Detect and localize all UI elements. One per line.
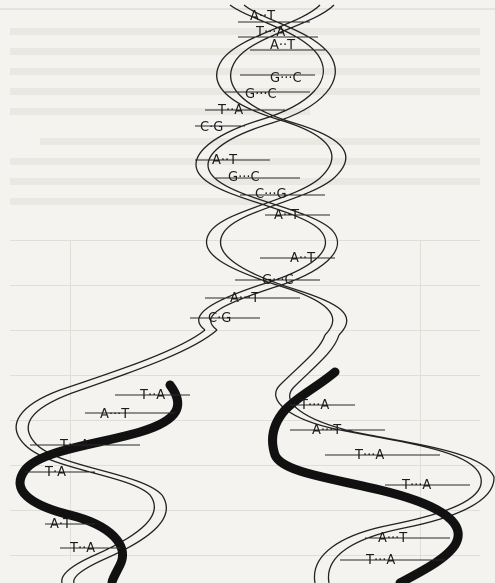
- base-pair-label: T···A: [401, 478, 431, 493]
- base-pair-label: T···A: [365, 553, 395, 568]
- base-pair-label: T···A: [59, 438, 89, 453]
- base-pair-label: A···T: [312, 423, 341, 438]
- base-pair-label: G···C: [228, 170, 260, 185]
- base-pair-label: G···C: [245, 87, 277, 102]
- base-pair-label: A··T: [250, 9, 275, 24]
- base-pair-label: T··A: [217, 103, 243, 118]
- base-pair-label: A·T: [50, 517, 71, 532]
- base-pair-label: A··T: [212, 153, 237, 168]
- base-pair-label: A···T: [230, 291, 259, 306]
- base-pair-label: A··T: [274, 208, 299, 223]
- base-pair-label: A···T: [378, 531, 407, 546]
- base-pair-label: T·A: [44, 465, 66, 480]
- base-pair-label: A··T: [290, 251, 315, 266]
- base-pair-label: T··A: [69, 541, 95, 556]
- base-pair-label: G···C: [262, 273, 294, 288]
- base-pair-label: A··T: [270, 38, 295, 53]
- base-pair-label: C···G: [255, 187, 287, 202]
- base-pair-label: G···C: [270, 71, 302, 86]
- base-pair-label: A···T: [100, 407, 129, 422]
- base-pair-label: T··A: [139, 388, 165, 403]
- base-pair-label: C·G: [208, 311, 231, 326]
- left-daughter-helix: [16, 330, 217, 583]
- base-pair-label: T···A: [299, 398, 329, 413]
- base-pair-label: C·G: [200, 120, 223, 135]
- base-pair-label: T···A: [354, 448, 384, 463]
